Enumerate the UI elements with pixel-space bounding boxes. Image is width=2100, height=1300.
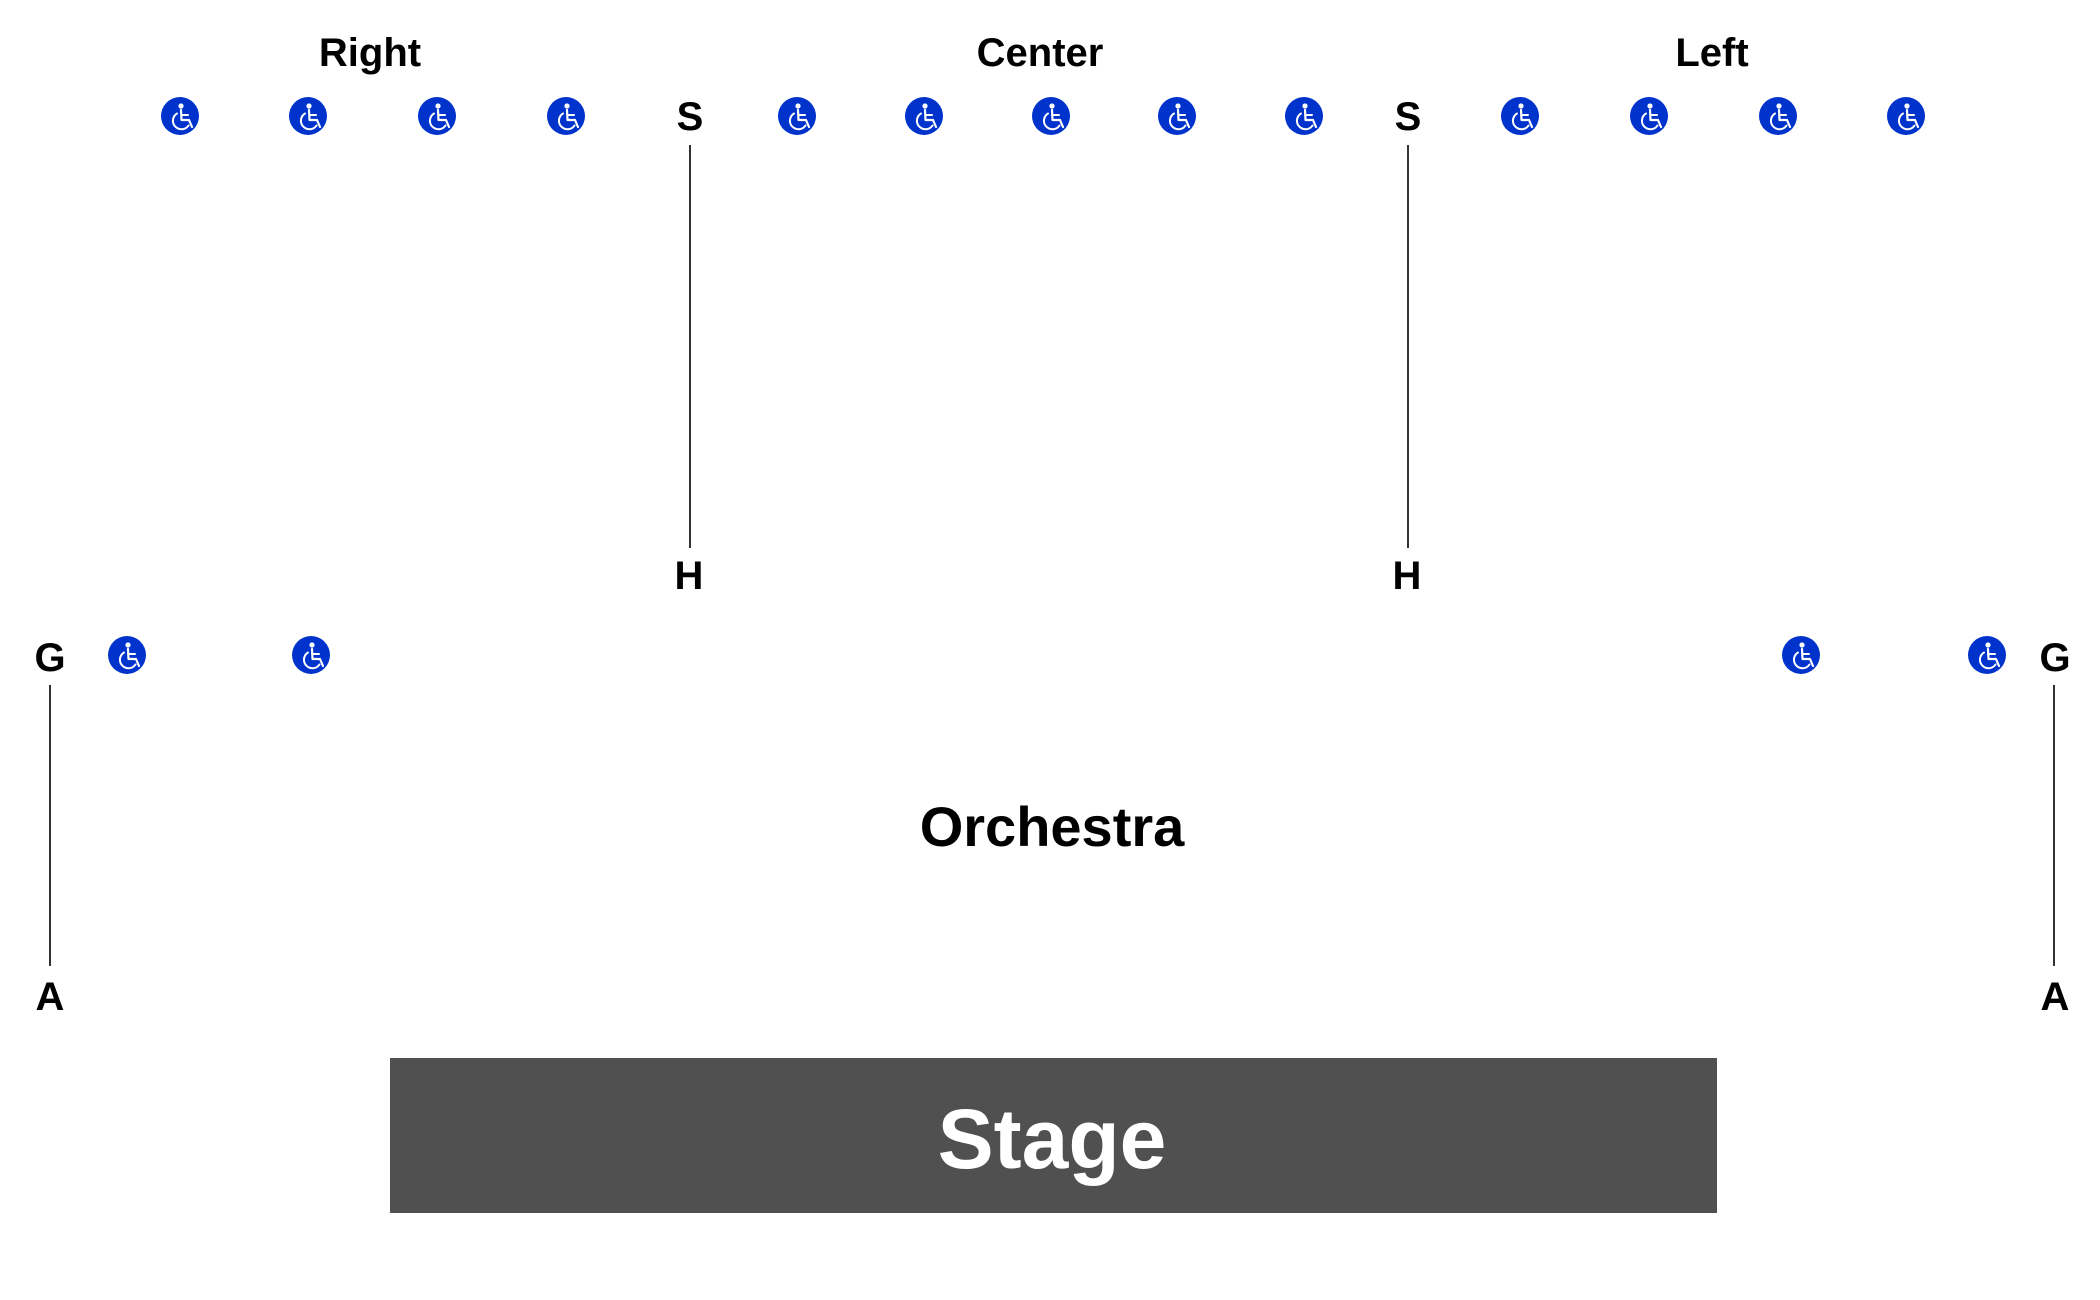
wheelchair-icon[interactable] bbox=[1499, 95, 1541, 137]
wheelchair-icon[interactable] bbox=[416, 95, 458, 137]
wheelchair-icon[interactable] bbox=[1283, 95, 1325, 137]
row-label-s: S bbox=[677, 95, 704, 139]
section-label-left[interactable]: Left bbox=[1675, 31, 1748, 75]
row-label-h: H bbox=[675, 554, 704, 598]
section-label-center[interactable]: Center bbox=[977, 31, 1104, 75]
row-label-h: H bbox=[1393, 554, 1422, 598]
wheelchair-icon[interactable] bbox=[287, 95, 329, 137]
wheelchair-icon[interactable] bbox=[903, 95, 945, 137]
wheelchair-icon[interactable] bbox=[545, 95, 587, 137]
wheelchair-icon[interactable] bbox=[290, 634, 332, 676]
row-label-a: A bbox=[36, 975, 65, 1019]
wheelchair-icon[interactable] bbox=[106, 634, 148, 676]
wheelchair-icon[interactable] bbox=[776, 95, 818, 137]
stage-label: Stage bbox=[938, 1092, 1167, 1186]
wheelchair-icon[interactable] bbox=[1780, 634, 1822, 676]
wheelchair-icon[interactable] bbox=[159, 95, 201, 137]
stage bbox=[390, 1058, 1717, 1213]
row-label-s: S bbox=[1395, 95, 1422, 139]
row-label-a: A bbox=[2041, 975, 2070, 1019]
row-label-g: G bbox=[34, 636, 65, 680]
wheelchair-icon[interactable] bbox=[1966, 634, 2008, 676]
wheelchair-icon[interactable] bbox=[1885, 95, 1927, 137]
orchestra-label[interactable]: Orchestra bbox=[920, 795, 1185, 858]
wheelchair-icon[interactable] bbox=[1628, 95, 1670, 137]
wheelchair-icon[interactable] bbox=[1156, 95, 1198, 137]
wheelchair-icon[interactable] bbox=[1757, 95, 1799, 137]
row-label-g: G bbox=[2039, 636, 2070, 680]
wheelchair-icon[interactable] bbox=[1030, 95, 1072, 137]
section-label-right[interactable]: Right bbox=[319, 31, 421, 75]
